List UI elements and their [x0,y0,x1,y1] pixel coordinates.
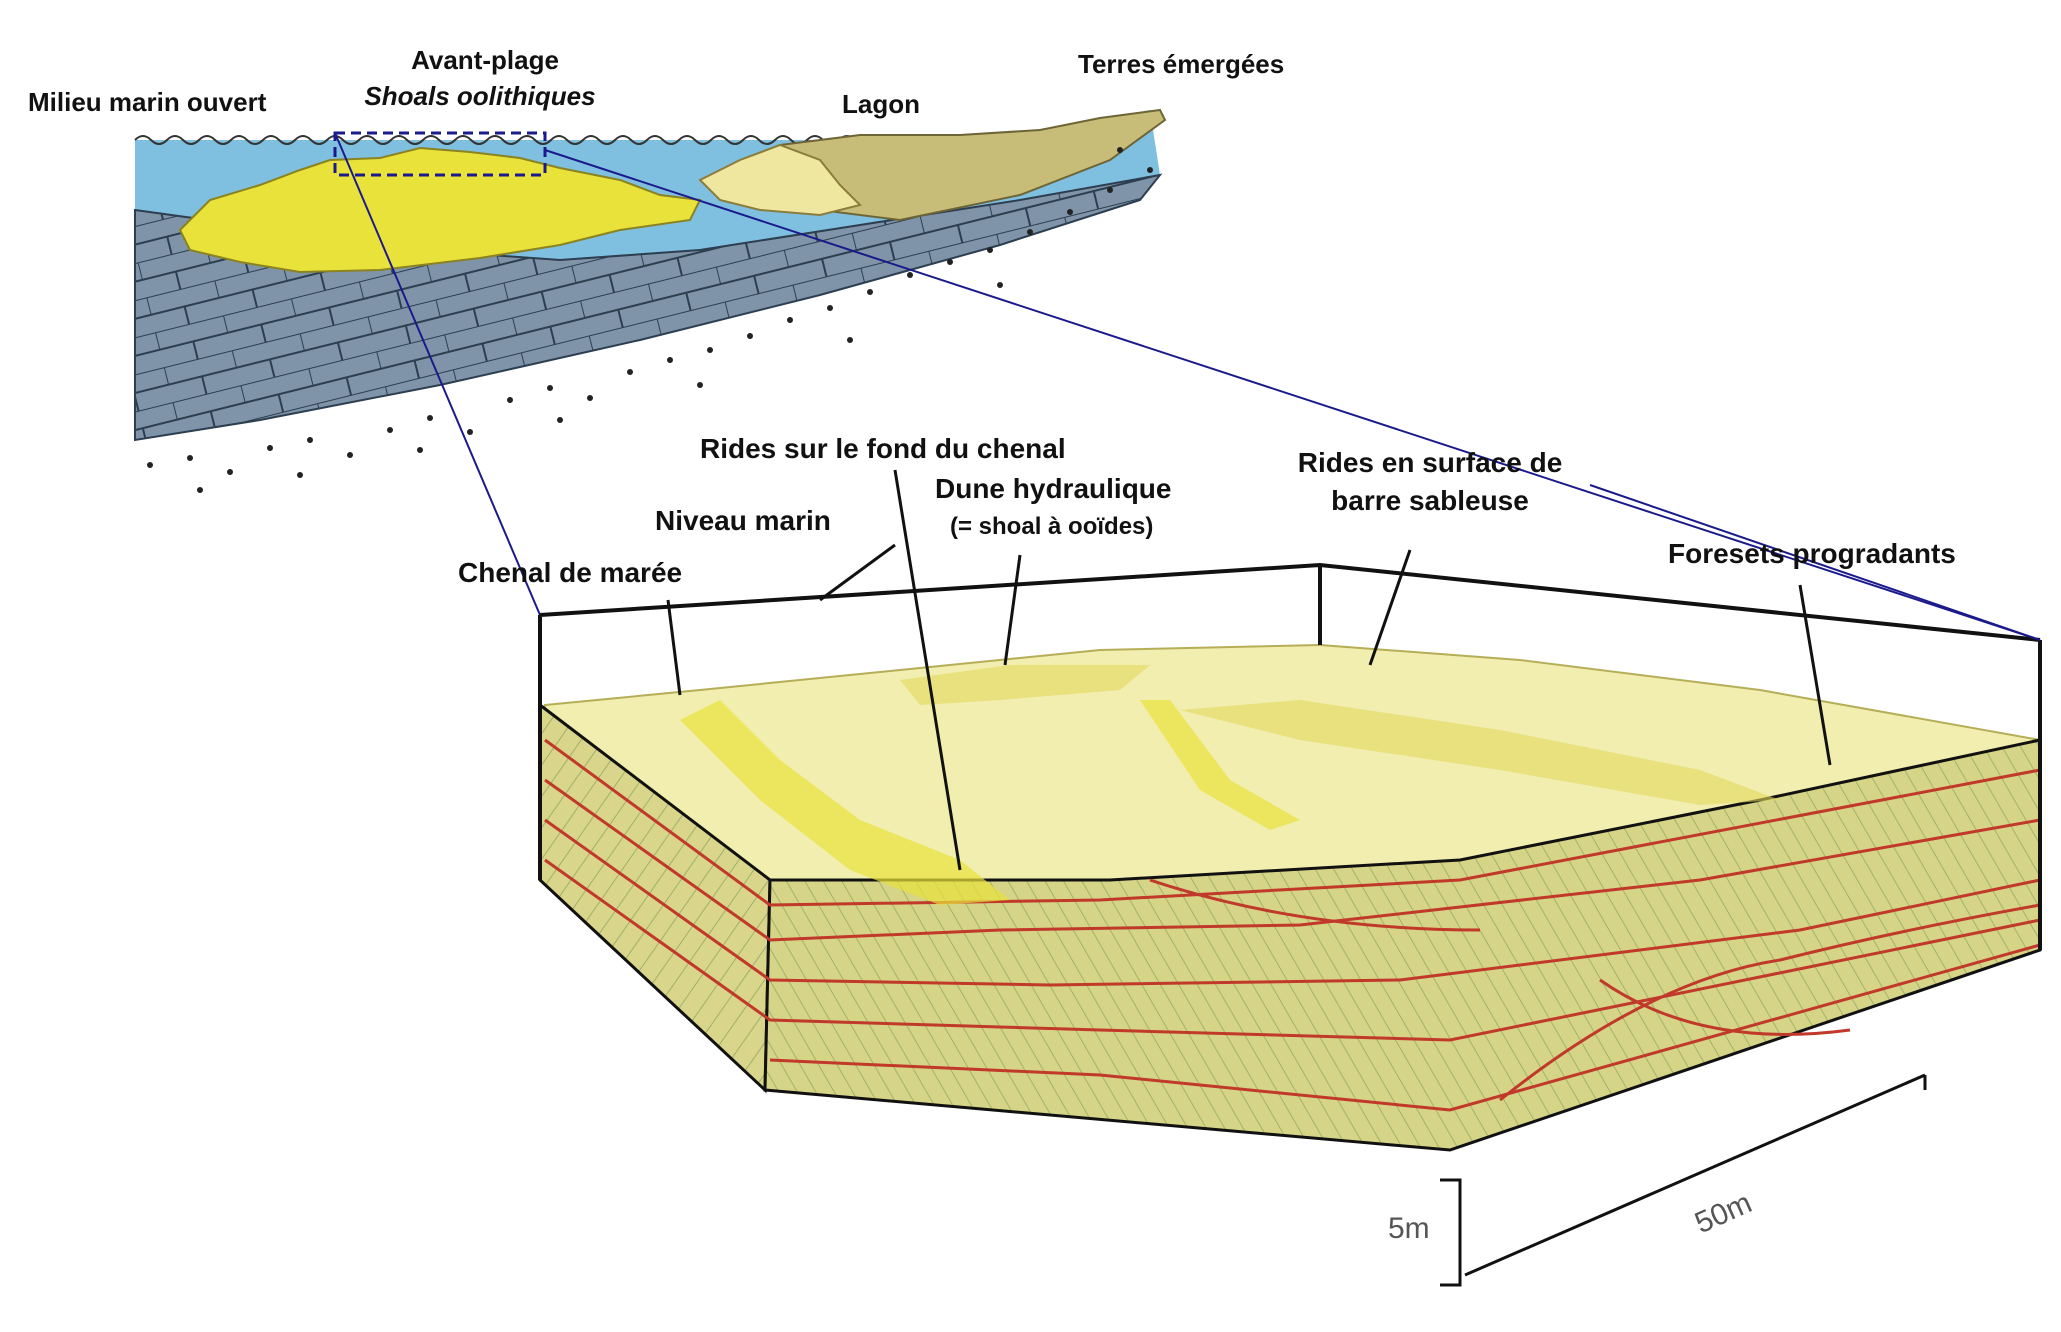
zoom-leader-left [334,132,541,616]
label-open-marine: Milieu marin ouvert [28,87,267,117]
foresets-blue-leader [1589,484,2041,641]
sea-surface [134,135,920,145]
label-channel-ripples: Rides sur le fond du chenal [700,433,1066,464]
label-sandbar-ripples-2: barre sableuse [1331,485,1529,516]
label-sea-level: Niveau marin [655,505,831,536]
block-frame [538,562,2042,950]
gravel-texture [147,147,1153,493]
oolitic-shoal-sand [178,146,702,274]
lagoon-sand [698,143,862,217]
label-sandbar-ripples-1: Rides en surface de [1297,447,1563,478]
label-foreshore: Avant-plage [411,45,559,75]
label-tidal-channel: Chenal de marée [458,557,683,588]
overview-profile [134,108,1167,493]
block-diagram [538,562,2042,1152]
scale-vertical-label: 5m [1388,1212,1430,1245]
label-leaders [666,469,1832,871]
label-oolitic-shoals: Shoals oolithiques [364,81,596,111]
label-hydraulic-dune: Dune hydraulique [935,473,1172,504]
sandbar-crest [1180,700,1780,805]
emerged-land [778,108,1167,222]
scale-bars [1440,1073,1927,1287]
cross-bedding-lines [544,738,2041,1112]
label-prograding-foresets: Foresets progradants [1668,538,1956,569]
channel-ripple-strip [1140,700,1300,830]
label-hydraulic-dune-note: (= shoal à ooïdes) [950,513,1154,540]
label-lagoon: Lagon [842,89,920,119]
zoom-leader-right [544,149,2041,641]
hydraulic-dune-crest [900,665,1150,705]
tidal-channel-floor [680,700,1010,905]
label-emerged-land: Terres émergées [1078,49,1285,79]
zoom-area-box [333,131,547,177]
